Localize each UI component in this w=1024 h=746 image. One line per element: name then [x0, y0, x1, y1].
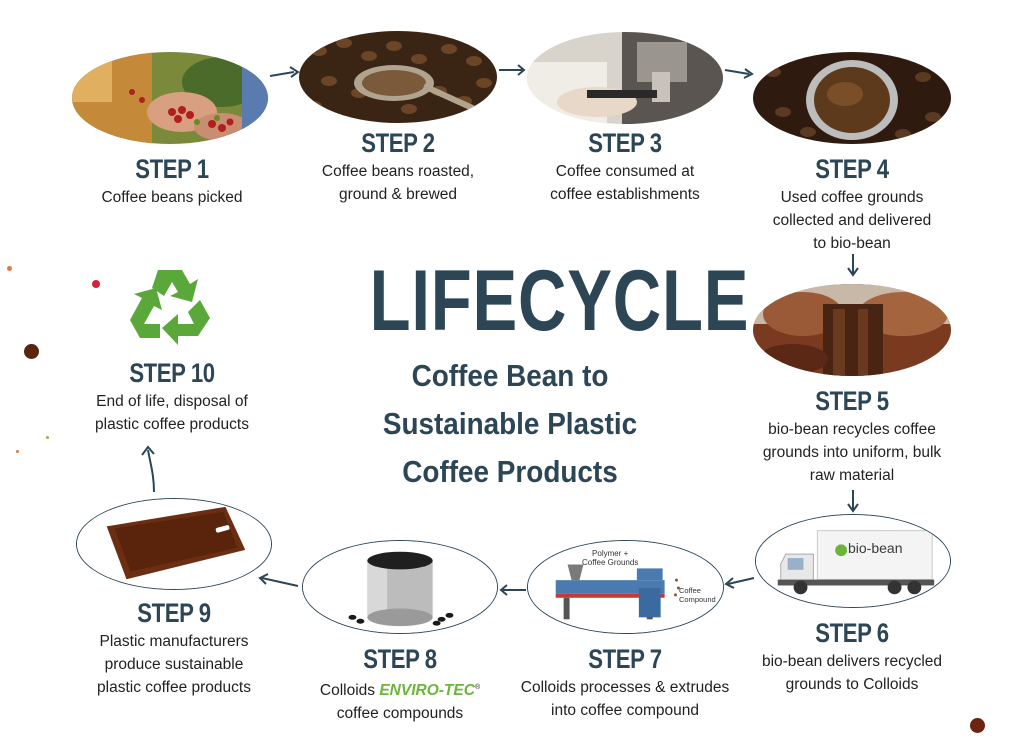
lifecycle-title: LIFECYCLE — [369, 253, 750, 349]
arrow-step4-to-step5 — [847, 254, 859, 277]
step-9-desc: Plastic manufacturers produce sustainabl… — [97, 633, 251, 696]
step-1-desc: Coffee beans picked — [101, 189, 243, 206]
step-6-image — [755, 514, 951, 608]
extruder-output-label: Coffee Compound — [679, 586, 716, 604]
arrow-step2-to-step3 — [499, 64, 526, 76]
step-7-image — [527, 540, 724, 634]
arrow-step8-to-step9 — [258, 573, 299, 587]
arrow-step7-to-step8 — [499, 584, 526, 596]
step-5-desc: bio-bean recycles coffee grounds into un… — [762, 421, 942, 484]
decor-dot — [46, 436, 49, 439]
step-9-title: STEP 9 — [137, 598, 211, 628]
decor-dot — [970, 718, 985, 733]
step-5-image — [753, 284, 951, 376]
step-4-title: STEP 4 — [815, 154, 889, 184]
decor-dot — [24, 344, 39, 359]
step-10-title: STEP 10 — [129, 358, 215, 388]
decor-dot — [16, 450, 19, 453]
recycle-icon — [124, 262, 216, 348]
step-6-title: STEP 6 — [815, 618, 889, 648]
step-7-desc: Colloids processes & extrudes into coffe… — [520, 679, 730, 719]
arrow-step1-to-step2 — [269, 66, 300, 78]
decor-dot — [92, 280, 100, 288]
step-3-title: STEP 3 — [588, 128, 662, 158]
step-3-image — [527, 32, 723, 124]
arrow-step3-to-step4 — [724, 68, 754, 79]
step-3-desc: Coffee consumed at coffee establishments — [550, 163, 700, 203]
extruder-input-label: Polymer + Coffee Grounds — [582, 549, 639, 567]
step-2-image — [299, 31, 497, 123]
step-1-image — [72, 52, 268, 144]
truck-logo-text: bio-bean — [848, 540, 903, 556]
step-8-desc: Colloids ENVIRO-TEC® coffee compounds — [319, 682, 481, 723]
step-4-desc: Used coffee grounds collected and delive… — [772, 189, 932, 252]
step-2-desc: Coffee beans roasted, ground & brewed — [321, 163, 475, 203]
decor-dot — [7, 266, 12, 271]
arrow-step5-to-step6 — [847, 490, 859, 513]
arrow-step6-to-step7 — [724, 577, 755, 589]
step-2-title: STEP 2 — [361, 128, 435, 158]
step-8-image — [302, 540, 498, 634]
step-1-title: STEP 1 — [135, 154, 209, 184]
lifecycle-subtitle: Coffee Bean to Sustainable Plastic Coffe… — [382, 358, 638, 489]
step-5-title: STEP 5 — [815, 386, 889, 416]
arrow-step9-to-step10 — [141, 445, 155, 493]
step-9-image — [76, 498, 272, 590]
step-4-image — [753, 52, 951, 144]
step-10-desc: End of life, disposal of plastic coffee … — [95, 393, 249, 433]
step-8-title: STEP 8 — [363, 644, 437, 674]
step-6-desc: bio-bean delivers recycled grounds to Co… — [761, 653, 943, 693]
step-7-title: STEP 7 — [588, 644, 662, 674]
enviro-tec-brand: ENVIRO-TEC — [379, 682, 475, 700]
